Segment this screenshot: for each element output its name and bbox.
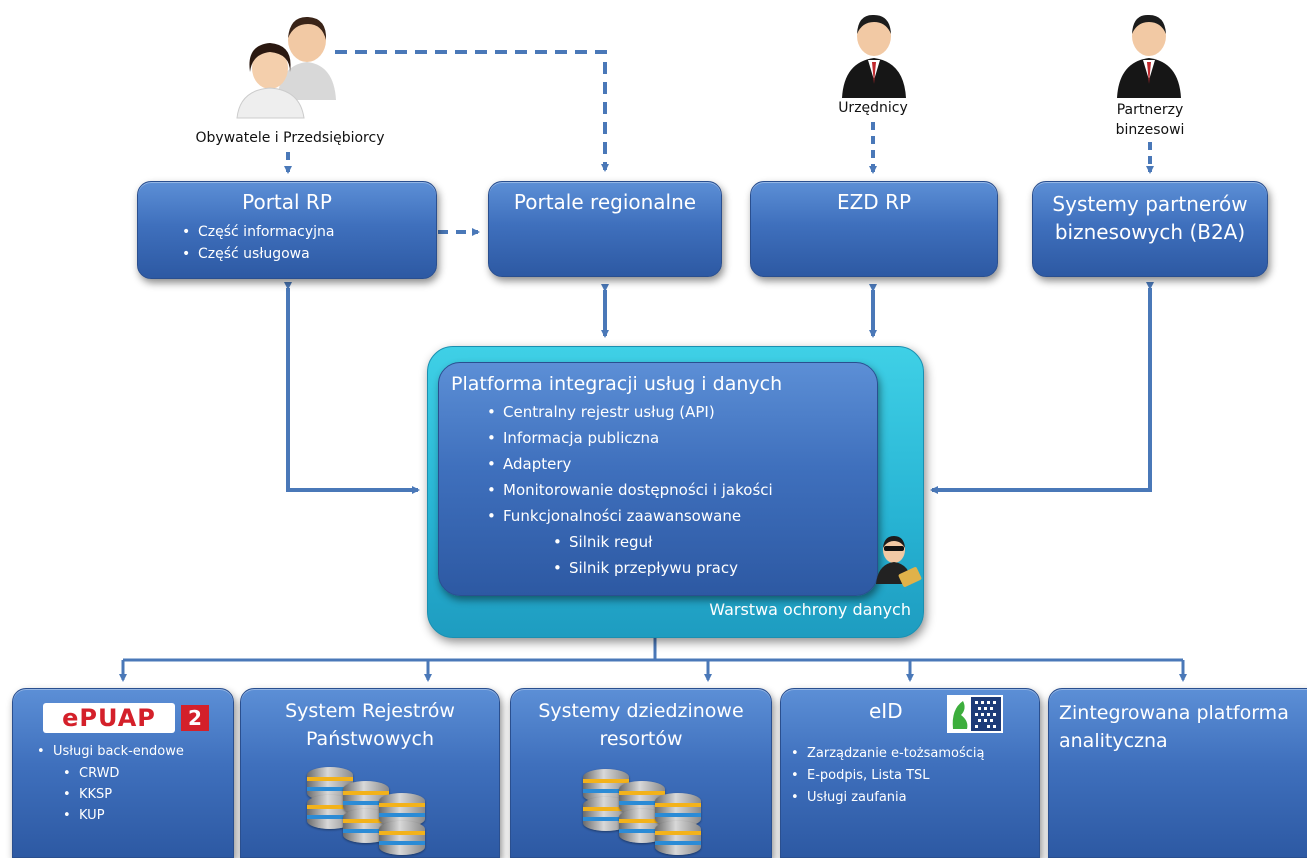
epuap-sublist: CRWD KKSP KUP (61, 763, 119, 826)
epuap-subitem: KUP (61, 805, 119, 826)
platform-subitem: Silnik przepływu pracy (551, 555, 877, 581)
platform-sublist: Silnik reguł Silnik przepływu pracy (551, 529, 877, 581)
eid-title: eID (869, 699, 903, 723)
portal-rp-item: Część informacyjna (180, 221, 436, 243)
eid-list: Zarządzanie e-tożsamością E-podpis, List… (789, 743, 984, 809)
official-icon (842, 14, 906, 98)
ezd-rp-box: EZD RP (750, 181, 998, 277)
platform-box: Platforma integracji usług i danych Cent… (438, 362, 878, 596)
resorty-box: Systemy dziedzinowe resortów (510, 688, 772, 858)
eid-item: Usługi zaufania (789, 787, 984, 809)
epuap-subitem: KKSP (61, 784, 119, 805)
ezd-rp-title: EZD RP (836, 190, 912, 214)
eid-item: Zarządzanie e-tożsamością (789, 743, 984, 765)
epuap-logo-text: ePUAP (43, 703, 175, 733)
epuap-logo: ePUAP 2 (43, 703, 211, 733)
eid-logo-icon (947, 695, 1003, 733)
epuap-box: ePUAP 2 Usługi back-endowe CRWD KKSP KUP (12, 688, 234, 858)
platform-item: Adaptery (485, 451, 877, 477)
eid-item: E-podpis, Lista TSL (789, 765, 984, 787)
portal-rp-title: Portal RP (242, 190, 332, 214)
eid-box: eID Zarządzanie e-tożsamością E-podpis, … (780, 688, 1040, 858)
epuap-list: Usługi back-endowe (35, 741, 184, 762)
epuap-item: Usługi back-endowe (35, 741, 184, 762)
partners-label: Partnerzy binzesowi (1115, 102, 1185, 138)
agent-icon (876, 536, 922, 587)
platform-item: Informacja publiczna (485, 425, 877, 451)
b2a-title: Systemy partnerów biznesowych (B2A) (1052, 192, 1248, 244)
portal-rp-list: Część informacyjna Część usługowa (180, 221, 436, 265)
platform-item: Funkcjonalności zaawansowane (485, 503, 877, 529)
srp-box: System Rejestrów Państwowych (240, 688, 500, 858)
portal-rp-box: Portal RP Część informacyjna Część usług… (137, 181, 437, 279)
database-icon (379, 793, 425, 855)
protection-layer-label: Warstwa ochrony danych (709, 600, 911, 619)
officials-label: Urzędnicy (838, 100, 908, 116)
portal-rp-item: Część usługowa (180, 243, 436, 265)
b2a-box: Systemy partnerów biznesowych (B2A) (1032, 181, 1268, 277)
resorty-title: Systemy dziedzinowe resortów (538, 700, 744, 750)
platform-list: Centralny rejestr usług (API) Informacja… (485, 399, 877, 529)
platform-item: Centralny rejestr usług (API) (485, 399, 877, 425)
citizens-label: Obywatele i Przedsiębiorcy (195, 130, 385, 146)
platform-subitem: Silnik reguł (551, 529, 877, 555)
zpa-box: Zintegrowana platforma analityczna (1048, 688, 1307, 858)
zpa-title: Zintegrowana platforma analityczna (1059, 702, 1289, 752)
portale-regionalne-title: Portale regionalne (513, 190, 697, 214)
database-icon (655, 793, 701, 855)
epuap-logo-number: 2 (181, 705, 209, 731)
platform-title: Platforma integracji usług i danych (451, 373, 783, 395)
citizens-icon (236, 16, 336, 119)
epuap-subitem: CRWD (61, 763, 119, 784)
portale-regionalne-box: Portale regionalne (488, 181, 722, 277)
srp-title: System Rejestrów Państwowych (285, 700, 455, 750)
partner-icon (1117, 14, 1181, 98)
platform-item: Monitorowanie dostępności i jakości (485, 477, 877, 503)
